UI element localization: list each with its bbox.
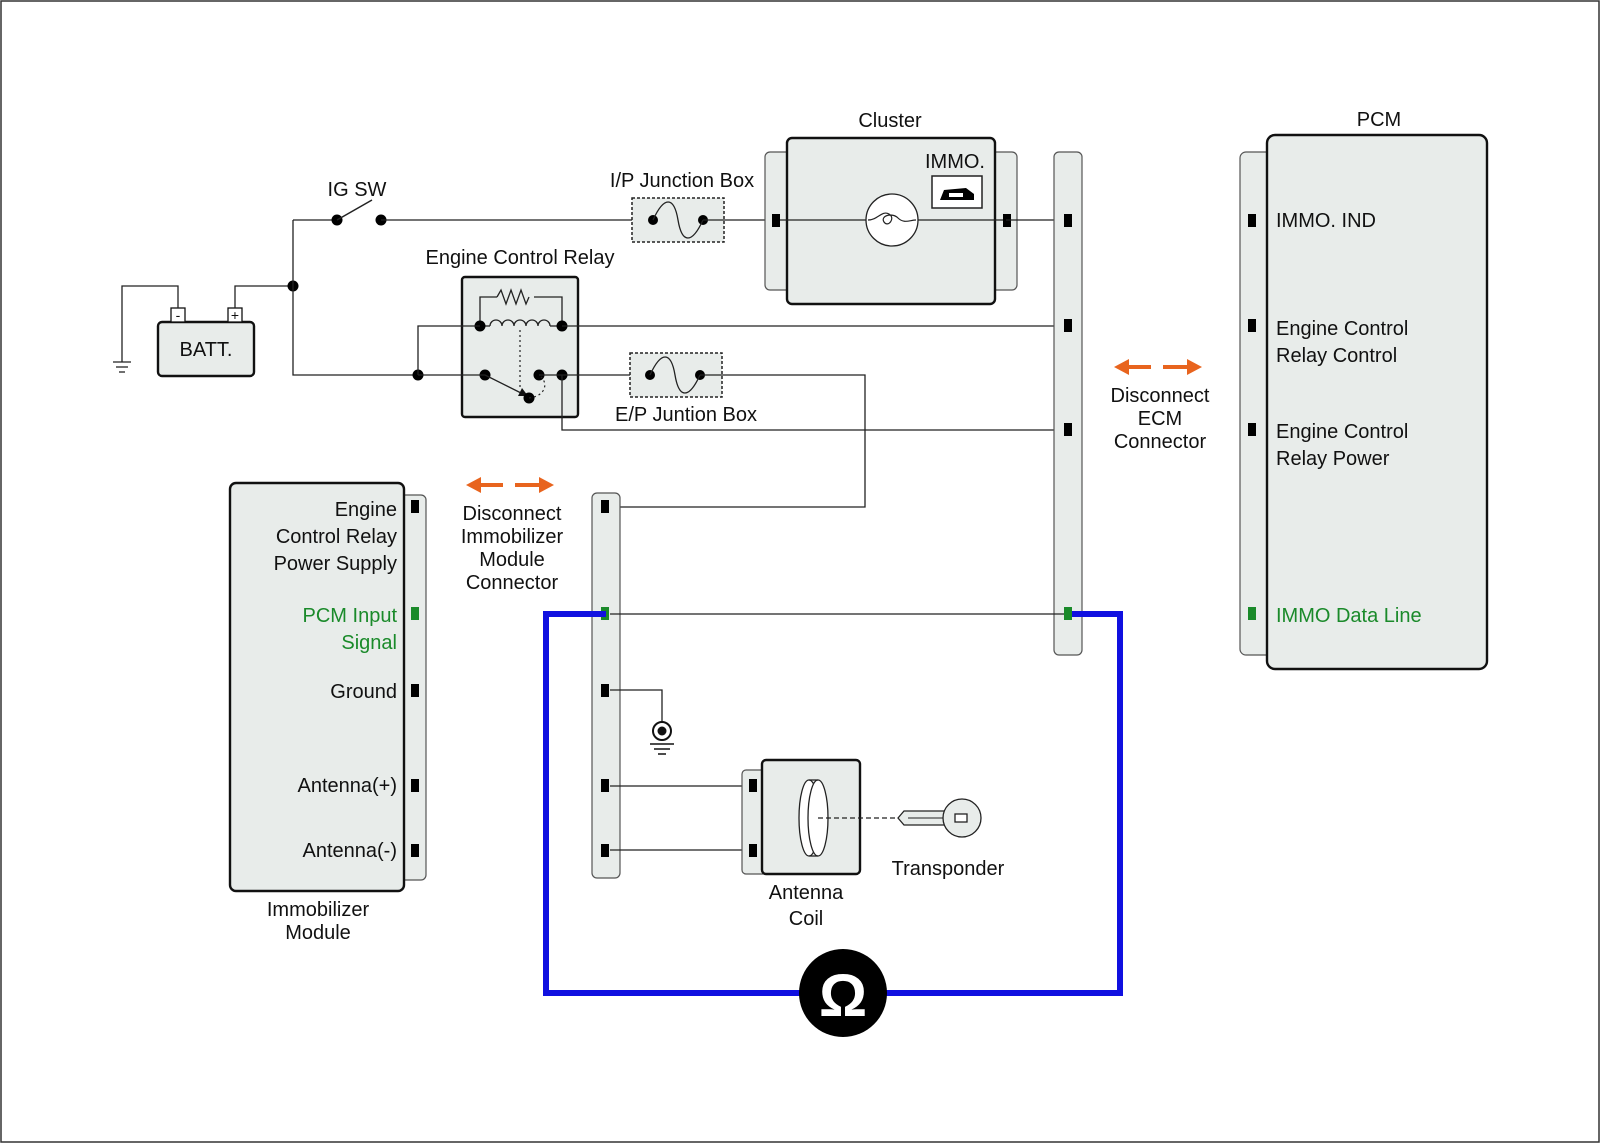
ecm-connector — [1053, 151, 1083, 656]
ip-junction-box-label: I/P Junction Box — [610, 170, 754, 192]
immo-pin-pcm-input-line1: PCM Input — [303, 605, 398, 627]
ground-icon — [650, 721, 674, 755]
resistor-icon — [496, 288, 530, 306]
indicator-lamp-icon — [865, 193, 919, 247]
pcm-pin-relay-control-line2: Relay Control — [1276, 345, 1397, 367]
pcm — [1239, 133, 1489, 671]
immobilizer-power-wire — [606, 374, 866, 508]
immo-pin-power-supply-line1: Engine — [335, 499, 397, 521]
disconnect-ecm-label-line1: Disconnect — [1111, 385, 1210, 407]
immobilizer-harness-connector — [591, 492, 621, 879]
ohm-symbol: Ω — [819, 962, 867, 1029]
disconnect-ecm-label-line2: ECM — [1138, 408, 1182, 430]
immo-pin-power-supply-line3: Power Supply — [274, 553, 397, 575]
measurement-wire — [543, 611, 802, 996]
battery-ground-wire — [121, 285, 179, 362]
disconnect-immobilizer-label-line3: Module — [479, 549, 545, 571]
disconnect-immobilizer-label-line2: Immobilizer — [461, 526, 564, 548]
transponder-label: Transponder — [892, 858, 1005, 880]
immo-indicator-icon — [931, 175, 983, 209]
power-bus-wire — [292, 220, 418, 376]
disconnect-arrows-icon — [1114, 359, 1202, 375]
ig-sw-blade — [336, 199, 373, 221]
immo-pin-antenna-minus: Antenna(-) — [303, 840, 398, 862]
disconnect-ecm-label-line3: Connector — [1114, 431, 1207, 453]
battery-label: BATT. — [180, 339, 233, 361]
cluster-immo-label: IMMO. — [925, 151, 985, 173]
immo-pin-antenna-plus: Antenna(+) — [297, 775, 397, 797]
antenna-coil-label-line1: Antenna — [769, 882, 844, 904]
pcm-label: PCM — [1357, 109, 1401, 131]
disconnect-arrows-icon — [466, 477, 554, 493]
engine-control-relay — [460, 275, 580, 419]
measurement-wire — [884, 611, 1123, 996]
battery: BATT. - + — [156, 307, 256, 378]
cluster-label: Cluster — [858, 110, 922, 132]
battery-negative-terminal: - — [176, 307, 181, 323]
battery-positive-terminal: + — [231, 307, 239, 323]
coil-icon — [798, 779, 829, 857]
immobilizer-module-label-line2: Module — [285, 922, 351, 944]
relay-power-wire — [561, 375, 1068, 431]
key-icon — [897, 798, 982, 838]
ohmmeter-icon: Ω — [799, 949, 887, 1037]
chassis-ground-icon — [113, 361, 131, 373]
immo-pin-pcm-input-line2: Signal — [341, 632, 397, 654]
antenna-coil-label-line2: Coil — [789, 908, 823, 930]
ep-junction-box-label: E/P Juntion Box — [615, 404, 757, 426]
pcm-pin-relay-power-line1: Engine Control — [1276, 421, 1408, 443]
battery-positive-wire — [234, 285, 293, 308]
relay-coil-icon — [489, 319, 551, 327]
disconnect-immobilizer-label-line4: Connector — [466, 572, 559, 594]
ground-wire — [610, 689, 663, 723]
ig-sw-label: IG SW — [328, 179, 387, 201]
immobilizer-module-label-line1: Immobilizer — [267, 899, 370, 921]
cluster: IMMO. — [764, 136, 1018, 306]
pcm-pin-relay-control-line1: Engine Control — [1276, 318, 1408, 340]
pcm-pin-immo-data-line: IMMO Data Line — [1276, 605, 1422, 627]
pcm-pin-relay-power-line2: Relay Power — [1276, 448, 1390, 470]
immobilizer-module — [228, 481, 427, 893]
pcm-pin-immo-ind: IMMO. IND — [1276, 210, 1376, 232]
engine-control-relay-label: Engine Control Relay — [426, 247, 615, 269]
immo-pin-power-supply-line2: Control Relay — [276, 526, 397, 548]
relay-coil-feed-wire — [417, 325, 480, 375]
immo-pin-ground: Ground — [330, 681, 397, 703]
disconnect-immobilizer-label-line1: Disconnect — [463, 503, 562, 525]
antenna-coil — [741, 758, 862, 876]
